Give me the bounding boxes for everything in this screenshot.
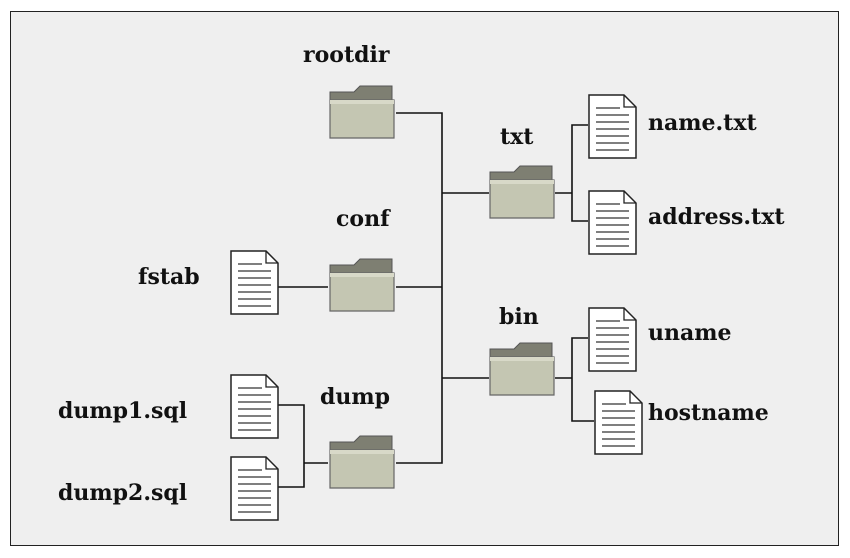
file-icon [588, 190, 638, 260]
file-icon [588, 307, 638, 377]
folder-label-txt: txt [500, 124, 534, 150]
folder-label-rootdir: rootdir [303, 42, 390, 68]
folder-icon [328, 255, 396, 317]
folder-label-conf: conf [336, 206, 390, 232]
file-label-fstab: fstab [138, 264, 200, 290]
folder-label-bin: bin [499, 304, 539, 330]
folder-icon [328, 82, 396, 144]
file-label-dump2: dump2.sql [58, 480, 188, 506]
diagram-frame [10, 11, 839, 546]
file-label-dump1: dump1.sql [58, 398, 188, 424]
file-label-name: name.txt [648, 110, 757, 136]
folder-icon [488, 339, 556, 401]
folder-label-dump: dump [320, 384, 391, 410]
file-icon [230, 456, 280, 526]
file-icon [230, 250, 280, 320]
file-icon [230, 374, 280, 444]
folder-icon [488, 162, 556, 224]
file-label-uname: uname [648, 320, 732, 346]
folder-icon [328, 432, 396, 494]
file-icon [588, 94, 638, 164]
file-label-address: address.txt [648, 204, 785, 230]
file-label-hostname: hostname [648, 400, 769, 426]
file-icon [594, 390, 644, 460]
